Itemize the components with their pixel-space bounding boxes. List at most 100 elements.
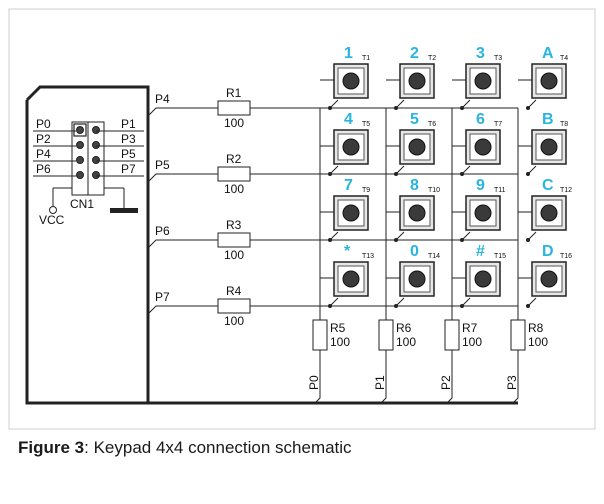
junction-dot — [460, 304, 464, 308]
row-resistor — [217, 100, 251, 116]
key-label: * — [344, 243, 351, 260]
junction-dot — [328, 106, 332, 110]
row-resistor-value: 100 — [224, 248, 244, 262]
key-label: 6 — [476, 111, 485, 128]
key-label: 4 — [344, 111, 353, 128]
column-resistor-value: 100 — [528, 335, 548, 349]
connector-pin-label: P0 — [36, 117, 51, 131]
row-resistor — [217, 232, 251, 248]
key-ref: T5 — [362, 121, 370, 128]
key-B[interactable]: B T8 — [518, 111, 568, 176]
figure-frame — [8, 8, 596, 430]
column-down-wire — [380, 350, 387, 404]
connector-pin-label: P1 — [121, 117, 136, 131]
junction-dot — [460, 172, 464, 176]
junction-dot — [394, 238, 398, 242]
key-ref: T11 — [494, 187, 506, 194]
key-ref: T1 — [362, 55, 370, 62]
vcc-label: VCC — [39, 213, 65, 227]
connector-pin-label: P6 — [36, 162, 51, 176]
key-face — [337, 67, 365, 95]
key-actuator — [540, 204, 558, 222]
key-actuator — [342, 204, 360, 222]
vcc-terminal — [49, 206, 57, 214]
key-label: 3 — [476, 45, 485, 62]
row-resistor-value: 100 — [224, 116, 244, 130]
key-D[interactable]: D T16 — [518, 243, 572, 308]
row-resistor — [217, 298, 251, 314]
row-wire — [147, 239, 518, 249]
connector-pin-label: P4 — [36, 147, 51, 161]
key-ref: T8 — [560, 121, 568, 128]
connector-name: CN1 — [70, 197, 94, 211]
key-ref: T16 — [560, 253, 572, 260]
column-resistor — [312, 319, 328, 351]
column-net-label: P1 — [373, 375, 387, 390]
header-pin — [76, 141, 84, 149]
key-label: B — [542, 111, 554, 128]
connector-pin-label: P3 — [121, 132, 136, 146]
key-#[interactable]: #T15 — [452, 243, 506, 308]
row-wire — [147, 173, 518, 183]
row-resistor-value: 100 — [224, 182, 244, 196]
column-net-label: P3 — [505, 375, 519, 390]
key-ref: T14 — [428, 253, 440, 260]
column-down-wire — [512, 350, 519, 404]
column-down-wire — [314, 350, 321, 404]
header-pin — [92, 126, 100, 134]
column-resistor — [378, 319, 394, 351]
key-actuator — [342, 72, 360, 90]
key-actuator — [540, 270, 558, 288]
junction-dot — [328, 172, 332, 176]
column-resistor-name: R8 — [528, 321, 544, 335]
header-pin — [76, 156, 84, 164]
header-pins — [76, 126, 100, 179]
key-*[interactable]: *T13 — [320, 243, 374, 308]
key-actuator — [474, 138, 492, 156]
key-label: 8 — [410, 177, 419, 194]
junction-dot — [460, 238, 464, 242]
column-resistor-name: R6 — [396, 321, 412, 335]
key-ref: T3 — [494, 55, 502, 62]
key-label: A — [542, 45, 554, 62]
header-pin — [92, 156, 100, 164]
main-bus — [25, 85, 150, 403]
row-net-label: P5 — [155, 158, 170, 172]
caption-figure-number: Figure 3 — [18, 438, 85, 457]
junction-dot — [526, 172, 530, 176]
key-label: 7 — [344, 177, 353, 194]
column-resistor — [510, 319, 526, 351]
key-label: D — [542, 243, 554, 260]
key-ref: T12 — [560, 187, 572, 194]
column-resistor-value: 100 — [462, 335, 482, 349]
key-label: # — [476, 243, 485, 260]
key-actuator — [540, 72, 558, 90]
junction-dot — [460, 106, 464, 110]
key-actuator — [408, 204, 426, 222]
junction-dot — [394, 304, 398, 308]
key-ref: T2 — [428, 55, 436, 62]
header-pin — [92, 141, 100, 149]
ground-symbol — [110, 208, 138, 213]
header-pin — [76, 126, 84, 134]
key-ref: T6 — [428, 121, 436, 128]
column-resistor-value: 100 — [396, 335, 416, 349]
